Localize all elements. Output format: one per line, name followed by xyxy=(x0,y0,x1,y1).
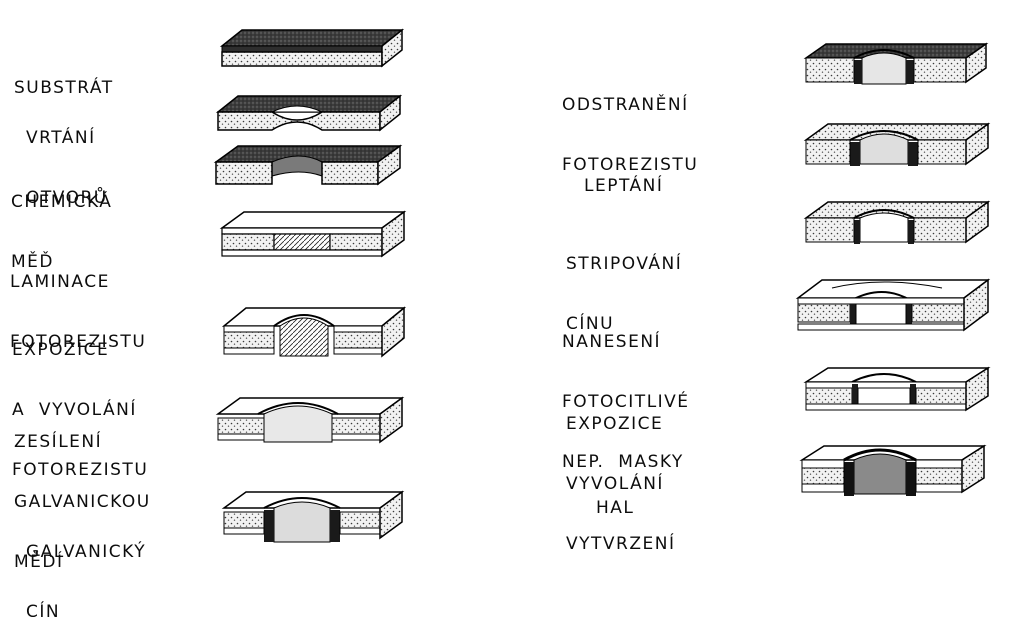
hal-illustration xyxy=(799,444,987,496)
label-laminace-line-1: LAMINACE xyxy=(10,272,110,292)
label-stripovani-line-1: STRIPOVÁNÍ xyxy=(566,254,683,274)
mask-exposure-curing-illustration xyxy=(803,366,991,412)
label-odstraneni-line-2: FOTOREZISTU xyxy=(562,155,699,175)
resist-removal-illustration xyxy=(803,42,989,85)
label-odstraneni: ODSTRANĚNÍ FOTOREZISTU xyxy=(562,55,698,195)
drilled-board-illustration xyxy=(215,94,403,132)
label-vrtani-line-1: VRTÁNÍ xyxy=(26,128,96,148)
label-chemicka: CHEMICKÁ MĚĎ xyxy=(11,152,112,292)
mask-coating-illustration xyxy=(795,278,991,332)
tin-stripping-illustration xyxy=(803,200,991,244)
label-expozice-vyvolani: EXPOZICE A VYVOLÁNÍ FOTOREZISTU xyxy=(12,300,148,500)
etching-illustration xyxy=(803,122,991,166)
label-laminace: LAMINACE FOTOREZISTU xyxy=(10,232,146,372)
label-stripovani-line-2: CÍNU xyxy=(566,314,615,334)
label-zesileni-line-1: ZESÍLENÍ xyxy=(14,432,103,452)
label-stripovani: STRIPOVÁNÍ CÍNU xyxy=(566,214,682,354)
label-vrtani: VRTÁNÍ OTVORŮ xyxy=(26,88,108,228)
label-substrat: SUBSTRÁT xyxy=(14,38,114,118)
label-naneseni-line-1: NANESENÍ xyxy=(562,332,662,352)
label-leptani: LEPTÁNÍ xyxy=(584,136,663,216)
label-expozice-vytvrzeni-line-1: EXPOZICE xyxy=(566,414,664,434)
label-chemicka-line-2: MĚĎ xyxy=(11,252,54,272)
galvanic-copper-illustration xyxy=(215,396,405,444)
label-leptani-line-1: LEPTÁNÍ xyxy=(584,176,664,196)
label-odstraneni-line-1: ODSTRANĚNÍ xyxy=(562,95,689,115)
label-expozice-vyvolani-line-2: A VYVOLÁNÍ xyxy=(12,400,137,420)
label-expozice-vytvrzeni-line-3: VYTVRZENÍ xyxy=(566,534,676,554)
label-expozice-vyvolani-line-1: EXPOZICE xyxy=(12,340,110,360)
label-substrat-line-1: SUBSTRÁT xyxy=(14,78,114,98)
label-laminace-line-2: FOTOREZISTU xyxy=(10,332,147,352)
label-hal-line-1: HAL xyxy=(596,498,635,518)
label-hal: HAL xyxy=(596,458,634,538)
exposure-development-illustration xyxy=(221,306,407,358)
label-expozice-vytvrzeni-line-2: VYVOLÁNÍ xyxy=(566,474,664,494)
label-expozice-vytvrzeni: EXPOZICE VYVOLÁNÍ VYTVRZENÍ xyxy=(566,374,675,574)
label-vrtani-line-2: OTVORŮ xyxy=(26,188,108,208)
label-naneseni-line-3: NEP. MASKY xyxy=(562,452,684,472)
galvanic-tin-illustration xyxy=(221,490,405,543)
lamination-illustration xyxy=(219,210,407,258)
label-galvanicky-cin: GALVANICKÝ CÍN xyxy=(26,502,146,642)
substrate-illustration xyxy=(219,28,405,68)
label-naneseni-line-2: FOTOCITLIVÉ xyxy=(562,392,690,412)
label-chemicka-line-1: CHEMICKÁ xyxy=(11,192,113,212)
label-galvanicky-cin-line-2: CÍN xyxy=(26,602,61,622)
label-zesileni-line-2: GALVANICKOU xyxy=(14,492,151,512)
label-naneseni: NANESENÍ FOTOCITLIVÉ NEP. MASKY xyxy=(562,292,690,492)
label-galvanicky-cin-line-1: GALVANICKÝ xyxy=(26,542,147,562)
label-expozice-vyvolani-line-3: FOTOREZISTU xyxy=(12,460,149,480)
chemical-copper-illustration xyxy=(213,144,403,186)
